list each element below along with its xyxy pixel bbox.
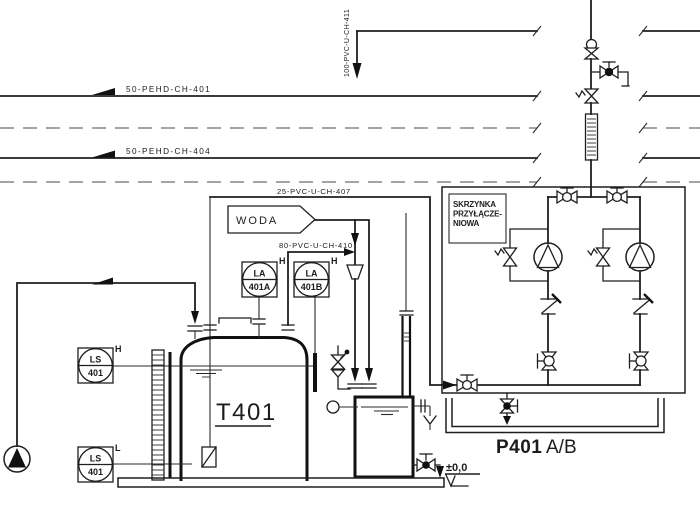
skid-enclosure bbox=[441, 186, 686, 394]
alarm-high: H bbox=[331, 256, 338, 266]
sample-valve-closed bbox=[590, 61, 630, 87]
pump-group-label-suffix: A/B bbox=[546, 437, 577, 458]
slope-marker bbox=[92, 277, 113, 285]
svg-text:LS: LS bbox=[90, 355, 102, 365]
pipe-80-pvc-overflow: 80-PVC-U-CH-410 bbox=[279, 241, 355, 331]
tank-shell bbox=[179, 336, 309, 481]
woda-flow-tag: WODA bbox=[227, 205, 316, 234]
flow-arrow-down bbox=[352, 63, 362, 79]
vent-standpipe bbox=[399, 213, 414, 396]
pipe-100-pvc-drop: 100-PVC-U-CH-411 bbox=[344, 9, 362, 79]
pump-discharge-riser bbox=[575, 0, 630, 198]
level-probe bbox=[326, 400, 358, 414]
suction-manifold bbox=[441, 374, 641, 393]
manifold-inlet-valve bbox=[456, 374, 478, 393]
instrument-la401a: LA 401A H bbox=[241, 256, 286, 338]
slope-marker bbox=[92, 88, 115, 95]
svg-text:WODA: WODA bbox=[236, 215, 278, 227]
svg-text:401: 401 bbox=[88, 467, 103, 477]
side-overflow bbox=[413, 399, 437, 430]
instrument-la401b: LA 401B H bbox=[293, 256, 338, 392]
instrument-ls401-low: LS 401 L bbox=[77, 443, 121, 483]
pipe-tag-100-pvc-u-ch-411: 100-PVC-U-CH-411 bbox=[344, 9, 351, 77]
tank-liquid-level bbox=[113, 365, 313, 378]
rotameter bbox=[584, 113, 599, 161]
flow-arrow-right bbox=[443, 380, 456, 390]
header-pipes: 50-PEHD-CH-401 50-PEHD-CH-404 bbox=[0, 25, 700, 188]
bypass-relief-a bbox=[494, 228, 549, 282]
alarm-low: L bbox=[115, 443, 121, 453]
pipe-tag-25-pvc-u-ch-407: 25-PVC-U-CH-407 bbox=[277, 187, 351, 196]
check-valve-b bbox=[632, 293, 654, 315]
fill-nozzle bbox=[187, 311, 203, 339]
seal-vessel-inlet-valve bbox=[330, 345, 351, 390]
isolation-valve-b bbox=[628, 351, 650, 371]
bypass-relief-b bbox=[587, 228, 641, 282]
vessel-drain-valve bbox=[412, 453, 444, 478]
pipe-25-pvc-suction: 25-PVC-U-CH-407 bbox=[201, 187, 443, 468]
level-gauge-scale bbox=[151, 349, 172, 481]
seal-vessel bbox=[326, 213, 444, 479]
alarm-high: H bbox=[279, 256, 286, 266]
globe-valve bbox=[583, 38, 600, 60]
svg-text:401B: 401B bbox=[301, 282, 323, 292]
pump-skid: SKRZYNKA PRZYŁĄCZE- NIOWA bbox=[441, 186, 686, 425]
tank-plinth bbox=[117, 477, 445, 488]
svg-text:PRZYŁĄCZE-: PRZYŁĄCZE- bbox=[453, 210, 502, 219]
tank-t401: T401 bbox=[113, 311, 445, 488]
svg-text:SKRZYNKA: SKRZYNKA bbox=[453, 200, 496, 209]
water-feed: WODA 80-PVC-U-CH-410 bbox=[227, 205, 377, 390]
svg-text:401A: 401A bbox=[249, 282, 271, 292]
svg-text:±0,0: ±0,0 bbox=[446, 462, 467, 474]
svg-text:NIOWA: NIOWA bbox=[453, 219, 480, 228]
isolation-valve-a bbox=[536, 351, 558, 371]
liquid-level bbox=[361, 406, 408, 416]
pipe-tag-50-pehd-ch-404: 50-PEHD-CH-404 bbox=[126, 147, 211, 156]
pipe-tag-50-pehd-ch-401: 50-PEHD-CH-401 bbox=[126, 85, 211, 94]
ball-valve-b bbox=[606, 187, 628, 205]
svg-text:LA: LA bbox=[254, 269, 266, 279]
slope-marker bbox=[92, 150, 115, 158]
junction-box-label: SKRZYNKA PRZYŁĄCZE- NIOWA bbox=[448, 193, 507, 244]
alarm-high: H bbox=[115, 344, 122, 354]
pump-group-label: P401 bbox=[496, 437, 542, 458]
funnel-branch bbox=[346, 219, 364, 389]
pump-train-b bbox=[587, 196, 655, 386]
skid-drain-valve bbox=[499, 392, 519, 425]
pipe-tag-80-pvc-u-ch-410: 80-PVC-U-CH-410 bbox=[279, 241, 353, 250]
drip-tray: P401 A/B bbox=[445, 398, 665, 458]
check-valve-a bbox=[540, 293, 562, 315]
elevation-mark: ±0,0 bbox=[445, 462, 480, 488]
tank-label: T401 bbox=[216, 399, 277, 426]
pump-a bbox=[533, 242, 563, 272]
pump-b bbox=[625, 242, 655, 272]
svg-text:LS: LS bbox=[90, 454, 102, 464]
pump-train-a bbox=[494, 196, 563, 386]
ball-valve-a bbox=[556, 187, 578, 205]
foot-strainer bbox=[201, 446, 217, 468]
spring-check-valve bbox=[575, 88, 600, 104]
instrument-ls401-high: LS 401 H bbox=[77, 344, 122, 384]
suction-tee bbox=[547, 187, 641, 205]
svg-text:401: 401 bbox=[88, 368, 103, 378]
pipe-break-marks bbox=[532, 25, 648, 188]
manhole bbox=[218, 317, 252, 324]
transfer-pump bbox=[3, 277, 196, 473]
svg-text:LA: LA bbox=[306, 269, 318, 279]
